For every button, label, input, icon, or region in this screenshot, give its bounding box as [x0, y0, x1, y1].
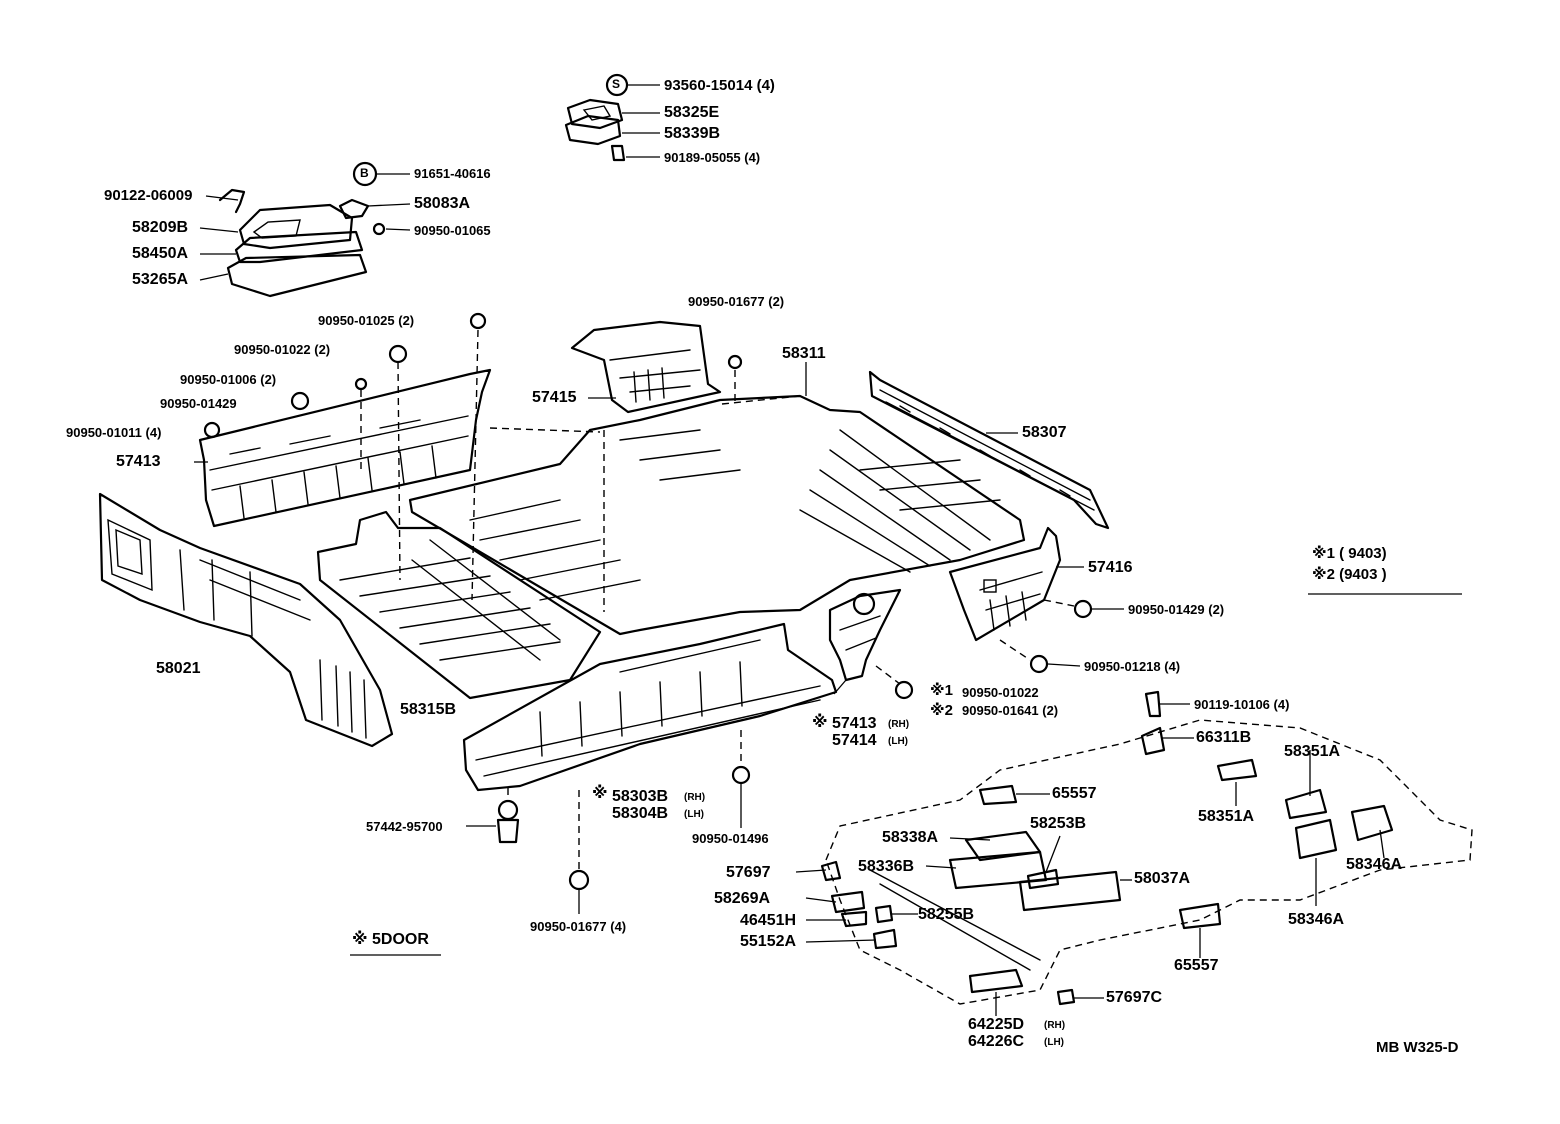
label-57413: 57413 [116, 453, 161, 470]
label-58303B: 58303B [612, 788, 669, 805]
floor-pan-58311 [408, 362, 1026, 636]
mark-2: ※2 [930, 702, 953, 719]
label-58351A-top: 58351A [1284, 743, 1341, 760]
note-5door: ※ 5DOOR [352, 931, 429, 948]
label-58269A: 58269A [714, 890, 771, 907]
label-57442-95700: 57442-95700 [366, 819, 443, 834]
rh-tag-a: (RH) [888, 719, 910, 730]
legend-1: ※1 ( 9403) [1312, 545, 1387, 562]
label-58037A: 58037A [1134, 870, 1191, 887]
label-58315B: 58315B [400, 701, 457, 718]
label-65557-bot: 65557 [1174, 957, 1219, 974]
label-90950-01022-2: 90950-01022 (2) [234, 342, 331, 357]
rh-tag-b: (RH) [684, 792, 706, 803]
rail-58307 [868, 370, 1110, 530]
label-90950-01022-r: 90950-01022 [962, 685, 1039, 700]
mark-1: ※1 [930, 682, 953, 699]
cover-gasket-group-top [564, 73, 660, 162]
label-90950-01006: 90950-01006 (2) [180, 372, 277, 387]
label-58351A-mid: 58351A [1198, 808, 1255, 825]
label-90950-01429-a: 90950-01429 [160, 396, 237, 411]
label-58307: 58307 [1022, 424, 1067, 441]
label-57415: 57415 [532, 389, 577, 406]
label-64226C: 64226C [968, 1033, 1025, 1050]
label-58346A-r: 58346A [1346, 856, 1403, 873]
label-58253B: 58253B [1030, 815, 1087, 832]
label-90950-01677-2: 90950-01677 (2) [688, 294, 785, 309]
label-91651-40616: 91651-40616 [414, 166, 491, 181]
label-90950-01641: 90950-01641 (2) [962, 703, 1059, 718]
label-58338A: 58338A [882, 829, 939, 846]
label-58450A: 58450A [132, 245, 189, 262]
access-cover-group [199, 161, 411, 298]
bracket-57416 [948, 526, 1124, 674]
lh-tag-a: (LH) [888, 736, 908, 747]
label-57413-rh: 57413 [832, 715, 877, 732]
label-90950-01025: 90950-01025 (2) [318, 313, 415, 328]
mark-star-a: ※ [812, 714, 828, 731]
label-58346A-b: 58346A [1288, 911, 1345, 928]
label-90950-01065: 90950-01065 [414, 223, 491, 238]
label-93560-15014: 93560-15014 (4) [664, 77, 775, 94]
label-90950-01496: 90950-01496 [692, 831, 769, 846]
rail-58303B [462, 622, 838, 914]
label-90950-01677-4: 90950-01677 (4) [530, 919, 627, 934]
label-58336B: 58336B [858, 858, 915, 875]
label-57697C: 57697C [1106, 989, 1163, 1006]
label-58304B: 58304B [612, 805, 669, 822]
footer-code: MB W325-D [1376, 1039, 1459, 1056]
label-90119-10106: 90119-10106 (4) [1194, 697, 1290, 712]
label-46451H: 46451H [740, 912, 797, 929]
bracket-57415 [570, 320, 743, 414]
label-57414-lh: 57414 [832, 732, 877, 749]
label-58209B: 58209B [132, 219, 189, 236]
label-90122-06009: 90122-06009 [104, 187, 193, 204]
under-floor-group [795, 690, 1473, 1016]
label-58325E: 58325E [664, 104, 720, 121]
label-90950-01429-b: 90950-01429 (2) [1128, 602, 1225, 617]
label-57416: 57416 [1088, 559, 1133, 576]
mark-b: B [360, 166, 369, 180]
label-90189-05055: 90189-05055 (4) [664, 150, 761, 165]
label-90950-01218: 90950-01218 (4) [1084, 659, 1181, 674]
label-58255B: 58255B [918, 906, 975, 923]
lh-tag-b: (LH) [684, 809, 704, 820]
label-55152A: 55152A [740, 933, 797, 950]
side-panel-58021 [98, 492, 394, 748]
label-58339B: 58339B [664, 125, 721, 142]
label-53265A: 53265A [132, 271, 189, 288]
label-90950-01011: 90950-01011 (4) [66, 425, 162, 440]
mark-s: S [612, 77, 621, 91]
lh-tag-c: (LH) [1044, 1037, 1064, 1048]
label-65557-top: 65557 [1052, 785, 1097, 802]
label-58083A: 58083A [414, 195, 471, 212]
label-66311B: 66311B [1196, 729, 1252, 746]
legend-2: ※2 (9403 ) [1312, 566, 1387, 583]
mark-star-b: ※ [592, 785, 608, 802]
bracket-57413-57414 [828, 588, 914, 700]
cross-member-57413 [194, 312, 492, 601]
rh-tag-c: (RH) [1044, 1020, 1066, 1031]
label-58021: 58021 [156, 660, 201, 677]
label-57697: 57697 [726, 864, 771, 881]
label-64225D: 64225D [968, 1016, 1025, 1033]
label-58311: 58311 [782, 345, 826, 362]
